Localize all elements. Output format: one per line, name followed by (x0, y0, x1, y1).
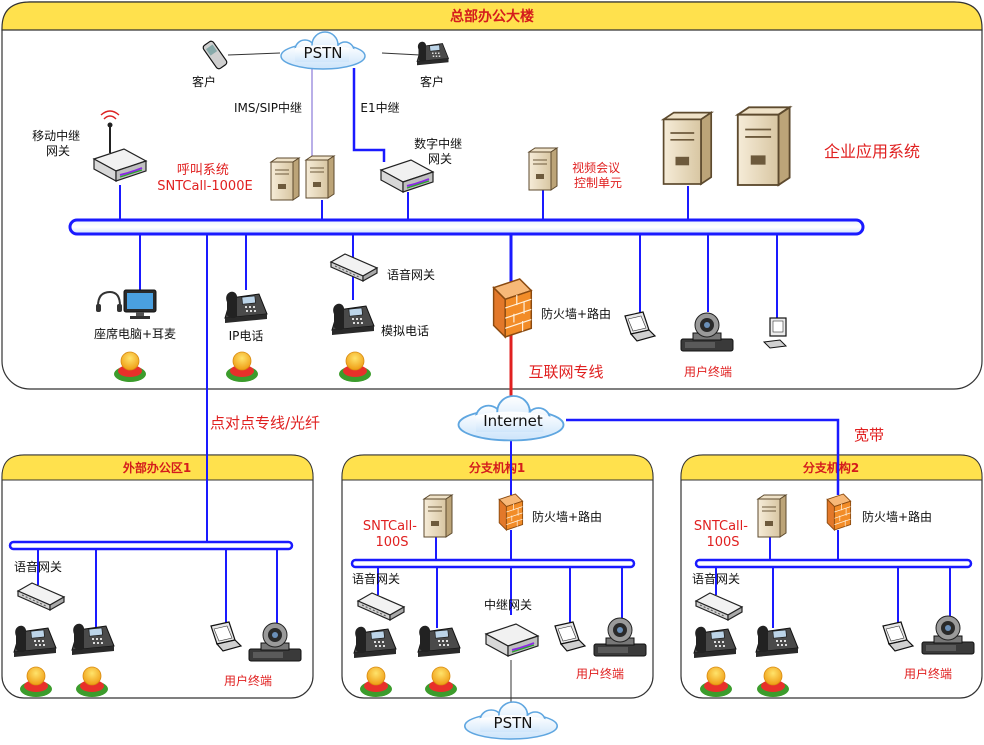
branch2-title: 分支机构2 (803, 460, 859, 475)
pstn-bottom-label: PSTN (494, 714, 533, 732)
hq-firewall-label: 防火墙+路由 (541, 306, 611, 321)
branch2-panel: 分支机构2 (680, 454, 983, 699)
branch2-sntcall-label-line: 100S (706, 535, 739, 550)
firewall-icon (498, 493, 524, 531)
branch2-sntcall-label-line: SNTCall- (694, 519, 748, 534)
broadband-label: 宽带 (854, 426, 884, 444)
branch1-sntcall-label: SNTCall- 100S (363, 519, 421, 550)
video-mcu-label-line: 控制单元 (574, 176, 622, 190)
hq-title: 总部办公大楼 (450, 8, 534, 25)
branch1-firewall-label: 防火墙+路由 (532, 509, 602, 524)
remote-office-panel: 外部办公区1 (1, 454, 314, 699)
customer-right-label: 客户 (420, 74, 444, 89)
headset-icon (96, 290, 122, 312)
remote-user-terminal-label: 用户终端 (224, 673, 272, 688)
internet-cloud: Internet (457, 395, 565, 442)
sntcall-server-icon (423, 494, 453, 538)
hq-bus (68, 218, 865, 236)
ims-sip-trunk-label: IMS/SIP中继 (234, 100, 302, 115)
mobile-gateway-label: 移动中继 网关 (32, 128, 84, 158)
customer-left-label: 客户 (192, 74, 216, 89)
digital-gateway-label-line: 网关 (428, 152, 452, 166)
mobile-gateway-icon (93, 110, 147, 182)
analog-phone-label: 模拟电话 (381, 324, 429, 338)
branch2-user-terminal-label: 用户终端 (904, 666, 952, 681)
branch2-bus (694, 558, 973, 569)
call-system-label: 呼叫系统 SNTCall-1000E (157, 163, 252, 194)
branch1-title: 分支机构1 (469, 460, 525, 475)
enterprise-server-icon (662, 111, 713, 185)
pstn-top-label: PSTN (304, 44, 343, 62)
digital-gateway-label: 数字中继 网关 (414, 136, 466, 166)
sntcall-server-icon (757, 494, 787, 538)
branch2-voice-gateway-label: 语音网关 (692, 571, 740, 586)
desktop-computer-icon (762, 317, 788, 349)
ip-phone-label: IP电话 (229, 329, 264, 343)
agent-pc-icon (123, 289, 157, 319)
video-mcu-server-icon (528, 147, 558, 191)
mobile-gateway-label-line: 网关 (46, 144, 70, 158)
video-mcu-label-line: 视频会议 (572, 160, 620, 175)
internet-line-label: 互联网专线 (528, 363, 603, 381)
branch1-user-terminal-label: 用户终端 (576, 666, 624, 681)
hq-user-terminal-label: 用户终端 (684, 364, 732, 379)
branch1-sntcall-label-line: 100S (375, 535, 408, 550)
buses (8, 218, 973, 569)
remote-office-title: 外部办公区1 (123, 460, 191, 475)
remote-voice-gateway-label: 语音网关 (14, 559, 62, 574)
branch2-firewall-label: 防火墙+路由 (862, 509, 932, 524)
enterprise-apps-label: 企业应用系统 (824, 142, 920, 161)
agent-pc-label: 座席电脑+耳麦 (94, 326, 176, 341)
firewall-icon (826, 493, 852, 531)
call-system-label-line: SNTCall-1000E (157, 179, 252, 194)
remote-office-bus (8, 540, 294, 551)
call-system-label-line: 呼叫系统 (177, 163, 229, 178)
call-system-server-icon (270, 157, 300, 201)
internet-label: Internet (483, 412, 543, 430)
branch1-bus (350, 558, 636, 569)
call-system-server-icon (305, 155, 335, 199)
branch1-trunk-gateway-label: 中继网关 (484, 597, 532, 612)
p2p-line-label: 点对点专线/光纤 (210, 414, 320, 432)
mobile-gateway-label-line: 移动中继 (32, 128, 80, 143)
firewall-icon (492, 278, 533, 338)
video-mcu-label: 视频会议 控制单元 (572, 160, 624, 190)
branch1-voice-gateway-label: 语音网关 (352, 571, 400, 586)
branch2-sntcall-label: SNTCall- 100S (694, 519, 752, 550)
branch1-sntcall-label-line: SNTCall- (363, 519, 417, 534)
e1-trunk-label: E1中继 (360, 100, 399, 115)
customer-mobile-phone-icon (202, 40, 228, 70)
voice-gateway-label: 语音网关 (387, 267, 435, 282)
enterprise-server-icon (736, 106, 791, 186)
digital-gateway-label-line: 数字中继 (414, 136, 462, 151)
hq-panel: 总部办公大楼 (1, 1, 983, 390)
pstn-cloud-bottom: PSTN (463, 701, 559, 740)
pstn-cloud-top: PSTN (280, 31, 366, 70)
connection-lines (37, 52, 951, 712)
